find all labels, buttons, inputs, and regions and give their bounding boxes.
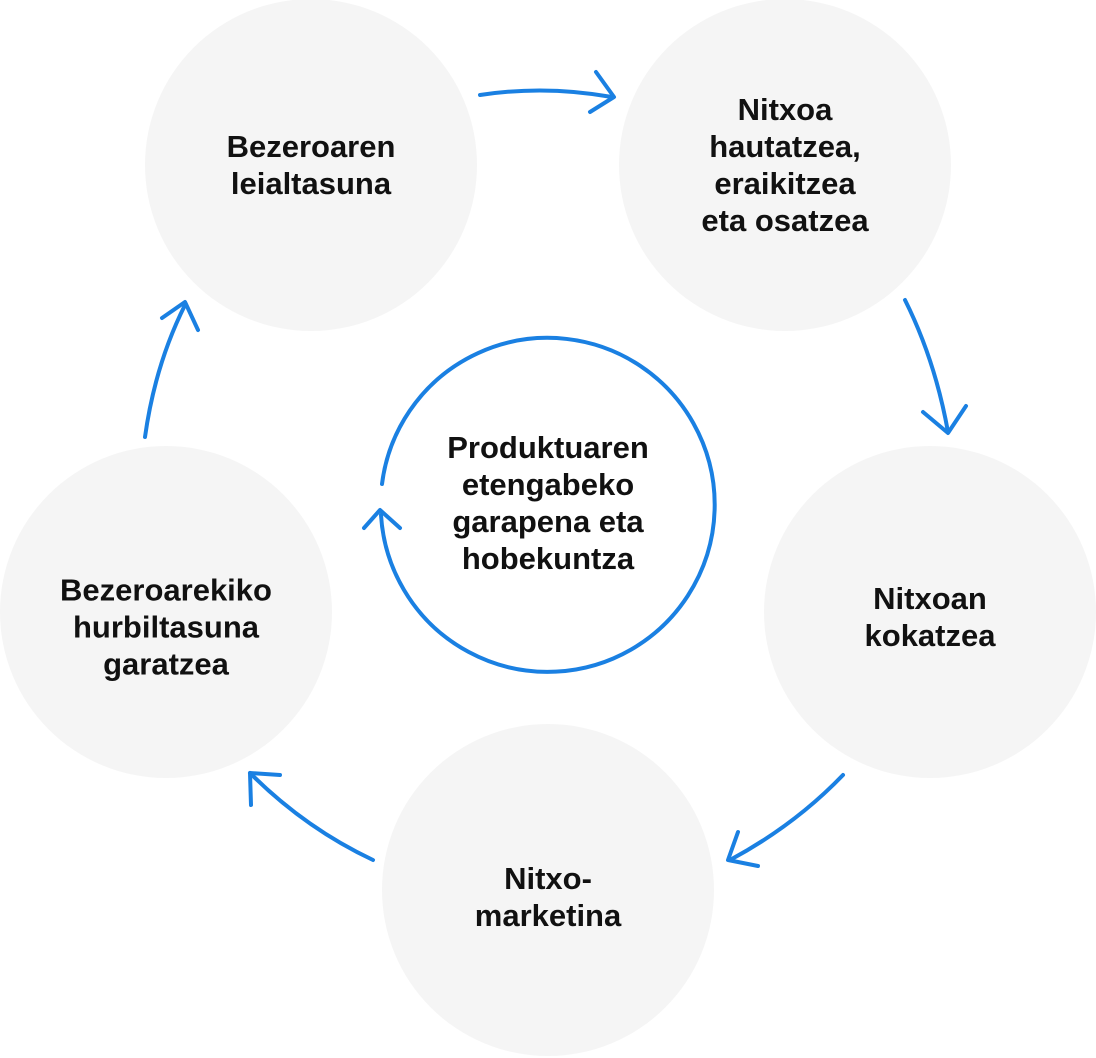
- stage-circle-3: [764, 446, 1096, 778]
- center-label-continuous-improvement: Produktuaren etengabeko garapena eta hob…: [447, 430, 649, 576]
- arrowhead-4-icon: [248, 771, 282, 807]
- stage-label-niche-selection: Nitxoa hautatzea, eraikitzea eta osatzea: [701, 92, 869, 238]
- arrow-3-to-4: [728, 773, 845, 862]
- stage-circle-5: [0, 446, 332, 778]
- arrow-5-to-1: [143, 303, 187, 439]
- stage-circle-4: [382, 724, 714, 1056]
- center-cycle-arc: [379, 335, 717, 674]
- arrow-1-to-2: [478, 88, 614, 99]
- stage-label-customer-proximity: Bezeroarekiko hurbiltasuna garatzea: [60, 572, 272, 682]
- center-arrowhead-icon: [362, 508, 402, 530]
- stage-circle-2: [619, 0, 951, 331]
- arrowhead-3-icon: [726, 830, 760, 868]
- arrowhead-2-icon: [921, 404, 968, 435]
- arrow-4-to-5: [248, 771, 375, 862]
- stage-label-customer-loyalty: Bezeroaren leialtasuna: [226, 129, 396, 201]
- arrowhead-1-icon: [588, 70, 616, 114]
- stage-label-niche-positioning: Nitxoan kokatzea: [864, 581, 996, 653]
- stage-circle-1: [145, 0, 477, 331]
- arrow-2-to-3: [903, 298, 950, 434]
- stage-label-niche-marketing: Nitxo- marketina: [474, 861, 622, 933]
- arrowhead-5-icon: [160, 300, 200, 332]
